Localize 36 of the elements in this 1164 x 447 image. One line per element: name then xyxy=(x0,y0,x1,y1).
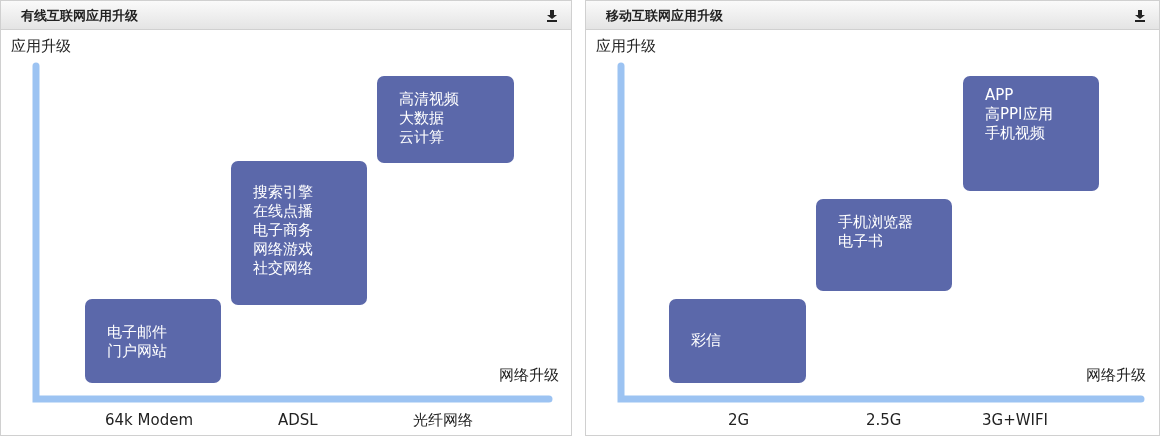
app-box xyxy=(963,76,1099,191)
axis-tick-label: ADSL xyxy=(278,411,318,429)
axis-title: 网络升级 xyxy=(1086,366,1146,385)
app-name: 搜索引擎 xyxy=(253,183,314,202)
panel-title: 有线互联网应用升级 xyxy=(21,7,138,25)
app-name: APP xyxy=(985,86,1015,105)
app-name: 大数据 xyxy=(399,109,445,128)
app-name: 网络游戏 xyxy=(253,240,314,259)
app-box xyxy=(816,199,952,291)
app-box xyxy=(669,299,806,383)
app-box xyxy=(377,76,514,163)
app-name: 高PPI应用 xyxy=(985,105,1054,124)
app-box xyxy=(231,161,367,305)
axis-tick-label: 2G xyxy=(728,411,750,429)
axis-title: 应用升级 xyxy=(11,37,71,56)
axis-title: 网络升级 xyxy=(499,366,559,385)
axis-tick-label: 2.5G xyxy=(866,411,902,429)
app-name: 社交网络 xyxy=(253,259,314,278)
app-name: 云计算 xyxy=(399,128,445,147)
axis-tick-label: 3G+WIFI xyxy=(982,411,1049,429)
axis-title: 应用升级 xyxy=(596,37,656,56)
chart-panel xyxy=(0,0,572,436)
app-box xyxy=(85,299,221,383)
app-name: 电子书 xyxy=(838,232,884,251)
app-name: 高清视频 xyxy=(399,90,460,109)
app-name: 手机视频 xyxy=(985,124,1046,143)
app-name: 彩信 xyxy=(691,331,722,350)
app-name: 在线点播 xyxy=(253,202,314,221)
axis-tick-label: 64k Modem xyxy=(105,411,194,429)
app-name: 门户网站 xyxy=(107,342,168,361)
app-name: 电子邮件 xyxy=(107,323,168,342)
app-name: 手机浏览器 xyxy=(838,213,914,232)
app-name: 电子商务 xyxy=(253,221,314,240)
panel-title: 移动互联网应用升级 xyxy=(606,7,723,25)
chart-panel xyxy=(585,0,1160,436)
axis-tick-label: 光纤网络 xyxy=(413,411,473,430)
